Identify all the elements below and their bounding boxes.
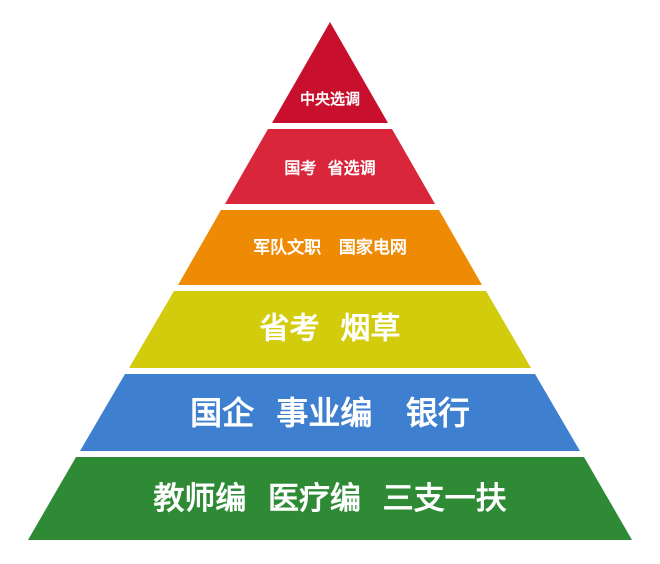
tier-2: 国考 省选调 [225, 129, 435, 204]
tier-1: 中央选调 [272, 22, 388, 123]
tier-4: 省考 烟草 [129, 291, 531, 368]
tier-3-band [178, 210, 482, 285]
tier-3: 军队文职 国家电网 [178, 210, 482, 285]
tier-5: 国企 事业编 银行 [80, 374, 580, 451]
tier-4-label: 省考 烟草 [260, 312, 401, 347]
tier-4-band [129, 291, 531, 368]
tier-2-label: 国考 省选调 [284, 159, 375, 178]
tier-2-band [225, 129, 435, 204]
tier-5-label: 国企 事业编 银行 [190, 394, 470, 432]
tier-5-band [80, 374, 580, 451]
tier-6-band [28, 457, 632, 540]
tier-6-label: 教师编 医疗编 三支一扶 [153, 481, 506, 517]
tier-1-label: 中央选调 [300, 90, 360, 108]
tier-3-label: 军队文职 国家电网 [253, 237, 407, 258]
tier-1-band [272, 22, 388, 123]
tier-6: 教师编 医疗编 三支一扶 [28, 457, 632, 540]
